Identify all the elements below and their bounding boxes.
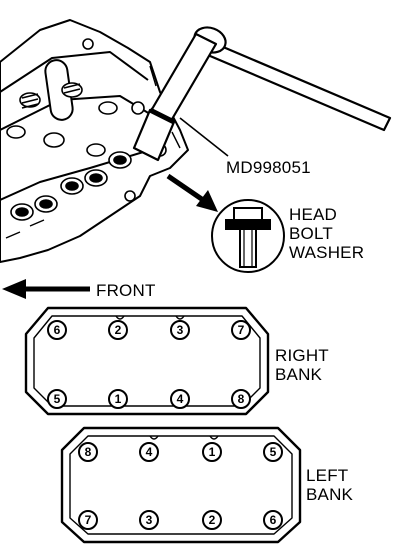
left-bank-label-line: LEFT xyxy=(306,466,349,485)
washer-detail-arrow xyxy=(166,173,218,212)
bolt-number: 6 xyxy=(54,323,61,337)
left-bank-bolt: 6 xyxy=(263,510,283,530)
right-bank-bolt: 7 xyxy=(231,320,251,340)
left-bank-bolt: 1 xyxy=(202,442,222,462)
bolt-number: 8 xyxy=(238,392,245,406)
left-bank-bolts: 8 4 1 5 7 3 2 6 xyxy=(78,442,283,530)
left-bank-label-line: BANK xyxy=(306,485,354,504)
head-bolt-washer-label: HEAD BOLT WASHER xyxy=(289,205,364,262)
washer-label-line: WASHER xyxy=(289,243,365,262)
bolt-number: 1 xyxy=(115,392,122,406)
right-bank-bolts: 6 2 3 7 5 1 4 8 xyxy=(47,320,251,409)
right-bank-bolt: 1 xyxy=(108,389,128,409)
front-direction-arrow xyxy=(2,279,90,299)
washer-label-line: HEAD xyxy=(289,205,338,224)
bolt-number: 1 xyxy=(209,445,216,459)
right-bank-bolt: 5 xyxy=(47,389,67,409)
right-bank-bolt: 3 xyxy=(170,320,190,340)
special-tool-wrench xyxy=(132,26,392,162)
washer-label-line: BOLT xyxy=(289,224,333,243)
left-bank-label: LEFT BANK xyxy=(306,466,353,504)
bolt-number: 4 xyxy=(177,392,184,406)
right-bank-bolt: 2 xyxy=(108,320,128,340)
bolt-number: 7 xyxy=(85,513,92,527)
bolt-number: 4 xyxy=(146,445,153,459)
right-bank-label-line: BANK xyxy=(275,365,323,384)
left-bank-bolt: 7 xyxy=(78,510,98,530)
head-bolt-washer-detail xyxy=(211,199,285,273)
left-bank-head-outline xyxy=(60,426,302,544)
bolt-number: 7 xyxy=(238,323,245,337)
bolt-number: 5 xyxy=(270,445,277,459)
left-bank-bolt: 5 xyxy=(263,442,283,462)
bolt-number: 5 xyxy=(54,392,61,406)
bolt-number: 2 xyxy=(115,323,122,337)
left-bank-bolt: 2 xyxy=(202,510,222,530)
bolt-number: 2 xyxy=(209,513,216,527)
right-bank-bolt: 8 xyxy=(231,389,251,409)
bolt-number: 8 xyxy=(85,445,92,459)
right-bank-label-line: RIGHT xyxy=(275,346,329,365)
front-label: FRONT xyxy=(96,281,156,300)
tool-leader-line xyxy=(179,117,229,157)
bolt-number: 3 xyxy=(177,323,184,337)
tool-part-number: MD998051 xyxy=(226,158,311,177)
left-bank-bolt: 8 xyxy=(78,442,98,462)
bolt-number: 6 xyxy=(270,513,277,527)
right-bank-label: RIGHT BANK xyxy=(275,346,329,384)
left-bank-bolt: 4 xyxy=(139,442,159,462)
right-bank-bolt: 4 xyxy=(170,389,190,409)
right-bank-bolt: 6 xyxy=(47,320,67,340)
bolt-number: 3 xyxy=(146,513,153,527)
right-bank-head-outline xyxy=(24,306,270,416)
left-bank-bolt: 3 xyxy=(139,510,159,530)
